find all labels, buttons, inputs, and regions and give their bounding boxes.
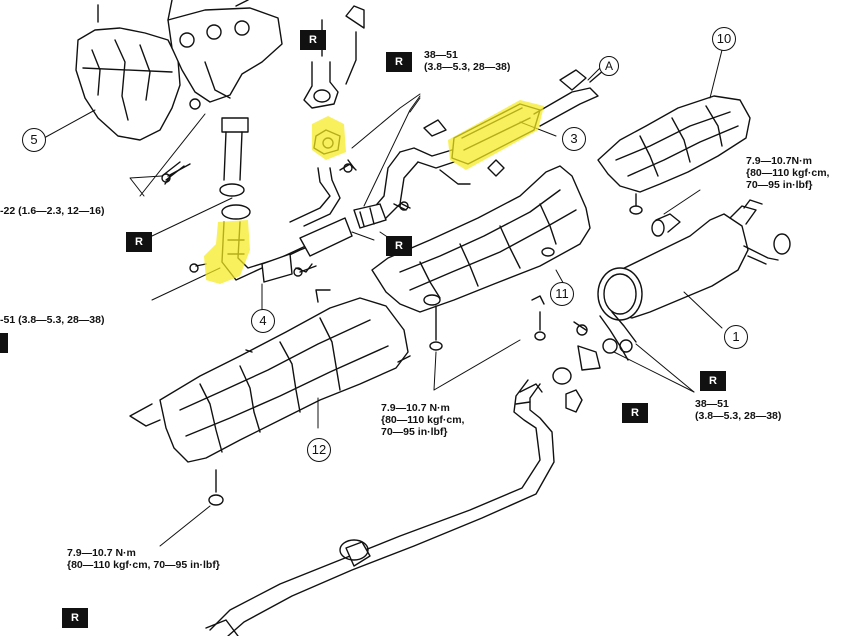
bolts xyxy=(161,159,411,277)
torque-line: {80—110 kgf·cm, xyxy=(746,167,830,179)
replace-marker: R xyxy=(126,232,152,252)
part-number-10: 10 xyxy=(712,27,736,51)
part-number-4: 4 xyxy=(251,309,275,333)
main-muffler xyxy=(597,199,791,321)
replace-marker: R xyxy=(622,403,648,423)
torque-line: {80—110 kgf·cm, xyxy=(381,414,465,426)
exhaust-manifold xyxy=(97,0,283,110)
torque-line: (3.8—5.3, 28—38) xyxy=(424,61,511,73)
torque-line: -51 (3.8—5.3, 28—38) xyxy=(0,314,105,326)
torque-line: 7.9—10.7 N·m xyxy=(381,402,450,414)
torque-label-left-22: -22 (1.6—2.3, 12—16) xyxy=(0,205,104,217)
torque-line: 70—95 in·lbf} xyxy=(746,179,813,191)
torque-line: (3.8—5.3, 28—38) xyxy=(695,410,782,422)
tail-pipe xyxy=(205,379,555,636)
torque-label-right-low: 38—51 (3.8—5.3, 28—38) xyxy=(695,398,781,422)
part-number-11: 11 xyxy=(550,282,574,306)
muffler-heat-shield xyxy=(597,95,751,215)
reference-letter-a: A xyxy=(599,56,619,76)
replace-marker: R xyxy=(62,608,88,628)
replace-marker-partial: R xyxy=(0,333,8,353)
center-heat-shield xyxy=(371,165,591,351)
part-number-1: 1 xyxy=(724,325,748,349)
torque-label-bottom: 7.9—10.7 N·m {80—110 kgf·cm, 70—95 in·lb… xyxy=(67,547,220,571)
part-number-12: 12 xyxy=(307,438,331,462)
manifold-heat-shield xyxy=(75,27,181,141)
highlight-marks xyxy=(204,100,544,284)
torque-label-top-mid: 38—51 (3.8—5.3, 28—38) xyxy=(424,49,510,73)
part-number-3: 3 xyxy=(562,127,586,151)
replace-marker: R xyxy=(300,30,326,50)
rear-mount-parts xyxy=(531,295,637,413)
torque-label-left-51: -51 (3.8—5.3, 28—38) xyxy=(0,314,104,326)
torque-label-right-top: 7.9—10.7N·m {80—110 kgf·cm, 70—95 in·lbf… xyxy=(746,155,829,191)
replace-marker: R xyxy=(386,236,412,256)
torque-line: 7.9—10.7N·m xyxy=(746,155,812,167)
torque-line: 38—51 xyxy=(424,49,458,61)
torque-line: 70—95 in·lbf} xyxy=(381,426,448,438)
torque-line: -22 (1.6—2.3, 12—16) xyxy=(0,205,105,217)
replace-marker: R xyxy=(386,52,412,72)
torque-label-mid: 7.9—10.7 N·m {80—110 kgf·cm, 70—95 in·lb… xyxy=(381,402,464,438)
torque-line: 38—51 xyxy=(695,398,729,410)
center-joint xyxy=(295,203,407,273)
replace-marker: R xyxy=(700,371,726,391)
torque-line: 7.9—10.7 N·m xyxy=(67,547,136,559)
torque-line: {80—110 kgf·cm, 70—95 in·lbf} xyxy=(67,559,220,571)
front-heat-shield xyxy=(129,289,411,506)
manifold-outlet-flanges xyxy=(161,117,251,220)
part-number-5: 5 xyxy=(22,128,46,152)
